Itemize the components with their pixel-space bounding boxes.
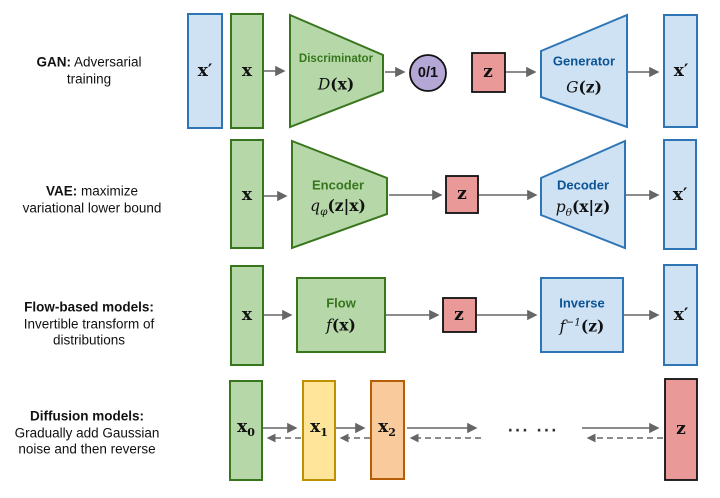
flow-x-label: x [241,305,253,325]
ellipsis-dots: ∙∙∙ ∙∙∙ [507,423,559,439]
diffusion-x2-label: x2 [378,416,396,440]
inverse-function-box [540,277,624,353]
discriminator-formula: D(x) [317,74,355,94]
caption-diffusion-line2: Gradually add Gaussian [14,424,160,440]
gan-x-prime-right-label: x′ [673,61,689,81]
gan-z-box [471,52,506,93]
caption-vae: VAE: maximize variational lower bound [23,184,162,217]
caption-flow: Flow-based models: Invertible transform … [24,299,155,349]
decoder-title: Decoder [556,177,610,193]
diffusion-x0-label: x0 [237,416,255,440]
vae-z-label: z [457,184,467,204]
gan-x-box [230,13,264,129]
flow-x-prime-label: x′ [673,305,689,325]
generator-title: Generator [552,53,616,69]
vae-x-label: x [241,185,253,205]
gan-x-label: x [241,61,253,81]
diffusion-x0-box [229,380,263,481]
flow-formula: f(x) [326,315,356,335]
gan-x-prime-left-label: x′ [197,61,213,81]
generator-trapezoid [540,13,628,129]
flow-x-prime-box [663,264,698,366]
diffusion-x2-box [370,380,405,480]
caption-vae-line2: variational lower bound [22,200,162,215]
output-circle [409,54,447,92]
encoder-title: Encoder [311,177,365,193]
caption-vae-line1: VAE: maximize [45,183,139,199]
flow-z-label: z [454,305,464,325]
flow-title: Flow [326,295,356,311]
gan-z-label: z [483,62,493,82]
flow-z-box [442,297,477,333]
caption-diffusion-line1: Diffusion models: [30,408,144,424]
caption-gan-line1: GAN: Adversarial [36,54,142,70]
discriminator-title: Discriminator [298,53,374,65]
discriminator-trapezoid [289,13,384,129]
vae-z-box [445,175,479,214]
encoder-formula: qφ(z|x) [310,195,366,219]
gan-x-prime-right-box [663,14,698,128]
gan-x-prime-left-box [187,13,223,129]
diffusion-x1-label: x1 [310,416,328,440]
decoder-formula: pθ(x|z) [555,196,611,220]
flow-x-box [230,265,264,366]
inverse-title: Inverse [559,295,605,311]
decoder-trapezoid [540,139,626,250]
output-label: 0/1 [417,65,439,81]
inverse-formula: f−1(z) [559,316,605,336]
caption-flow-line2: Invertible transform of [23,315,155,331]
generator-formula: G(z) [566,77,602,97]
caption-diffusion: Diffusion models: Gradually add Gaussian… [15,408,160,458]
diffusion-x1-box [302,380,336,481]
vae-x-prime-box [663,139,697,250]
encoder-trapezoid [291,139,388,250]
caption-flow-line1: Flow-based models: [24,299,154,315]
vae-x-prime-label: x′ [672,185,688,205]
caption-diffusion-line3: noise and then reverse [18,441,156,457]
caption-gan-line2: training [66,71,112,86]
flow-function-box [296,277,386,353]
vae-x-box [230,139,264,249]
diffusion-z-label: z [676,419,686,439]
diffusion-z-box [664,378,698,481]
caption-gan: GAN: Adversarial training [36,55,141,88]
caption-flow-line3: distributions [52,332,126,348]
